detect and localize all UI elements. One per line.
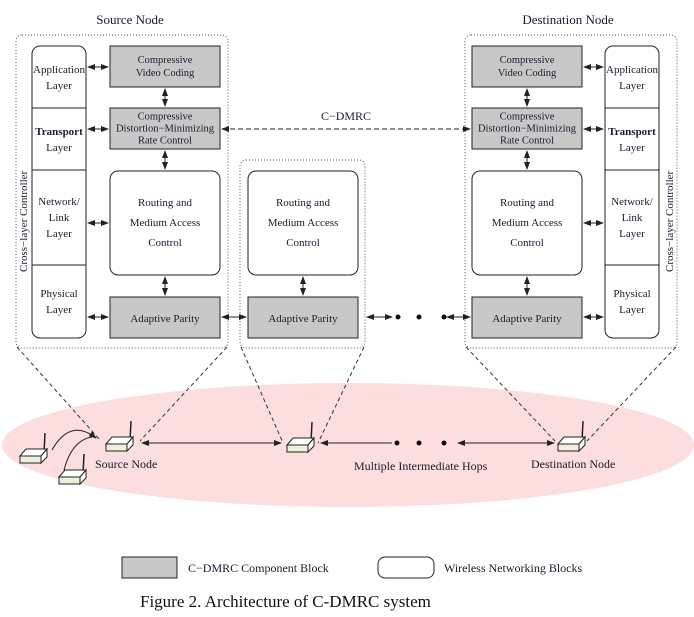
destination-parity-text-line: Adaptive Parity bbox=[492, 313, 562, 325]
intermediate-parity-text-line: Adaptive Parity bbox=[268, 313, 338, 325]
source-parity-block bbox=[109, 296, 221, 339]
intermediate-routing-text-line: Control bbox=[286, 237, 320, 249]
legend-wireless-label: Wireless Networking Blocks bbox=[444, 561, 582, 575]
source-parity-text-line: Adaptive Parity bbox=[130, 313, 200, 325]
source-video-coding-text-line: Video Coding bbox=[136, 68, 195, 79]
network-hop-dots bbox=[394, 440, 447, 446]
source-layer-1-line: Transport bbox=[35, 126, 83, 138]
source-device-icon bbox=[104, 420, 135, 453]
intermediate-parity-block bbox=[247, 296, 359, 339]
destination-routing-text-line: Control bbox=[510, 237, 544, 249]
destination-routing-text-line: Medium Access bbox=[492, 217, 563, 229]
source-rate-control-text-line: Rate Control bbox=[138, 136, 192, 147]
source-layer-0-line: Layer bbox=[46, 80, 72, 92]
destination-layer-0-line: Layer bbox=[619, 80, 645, 92]
source-layer-3-line: Physical bbox=[40, 288, 77, 300]
intermediate-node-box bbox=[239, 159, 366, 349]
extra-device-1-icon bbox=[18, 432, 49, 465]
legend-component-label: C−DMRC Component Block bbox=[188, 561, 329, 575]
source-rate-control-text-line: Compressive bbox=[138, 112, 193, 123]
c-dmrc-label: C−DMRC bbox=[321, 109, 371, 123]
intermediate-routing-block bbox=[247, 170, 359, 276]
legend-component-swatch bbox=[121, 556, 178, 579]
destination-layer-1-line: Layer bbox=[619, 142, 645, 154]
figure-caption: Figure 2. Architecture of C-DMRC system bbox=[140, 592, 431, 611]
layer-block-arrows bbox=[87, 64, 604, 320]
intermediate-routing-text-line: Medium Access bbox=[268, 217, 339, 229]
destination-layer-2-line: Link bbox=[622, 212, 643, 224]
source-video-coding-text-line: Compressive bbox=[138, 55, 193, 66]
source-layer-2-line: Link bbox=[49, 212, 70, 224]
source-node-box bbox=[15, 34, 229, 349]
intermediate-device-icon bbox=[285, 421, 316, 454]
destination-layer-2-line: Network/ bbox=[611, 196, 653, 208]
destination-video-coding-text-line: Compressive bbox=[500, 55, 555, 66]
destination-node-box bbox=[464, 34, 678, 349]
destination-rate-control-text-line: Compressive bbox=[500, 112, 555, 123]
destination-controller-label: Cross−layer Controller bbox=[664, 170, 676, 272]
network-source-label: Source Node bbox=[95, 457, 157, 471]
source-routing-block bbox=[109, 170, 221, 276]
source-layer-1-line: Layer bbox=[46, 142, 72, 154]
source-layer-stack bbox=[31, 45, 87, 339]
destination-video-coding-block bbox=[471, 45, 583, 88]
destination-layer-3-line: Layer bbox=[619, 304, 645, 316]
source-layer-3-line: Layer bbox=[46, 304, 72, 316]
source-routing-text-line: Routing and bbox=[138, 197, 193, 209]
source-routing-text-line: Medium Access bbox=[130, 217, 201, 229]
destination-layer-2-line: Layer bbox=[619, 228, 645, 240]
legend-wireless-swatch bbox=[377, 556, 435, 579]
destination-rate-control-block bbox=[471, 107, 583, 150]
source-node-title: Source Node bbox=[96, 12, 164, 27]
source-layer-2-line: Layer bbox=[46, 228, 72, 240]
source-rate-control-block bbox=[109, 107, 221, 150]
network-hops-label: Multiple Intermediate Hops bbox=[354, 459, 488, 473]
destination-layer-3-line: Physical bbox=[613, 288, 650, 300]
source-layer-0-line: Application bbox=[33, 64, 85, 76]
destination-rate-control-text-line: Rate Control bbox=[500, 136, 554, 147]
destination-routing-block bbox=[471, 170, 583, 276]
destination-node-title: Destination Node bbox=[522, 12, 614, 27]
destination-rate-control-text-line: Distortion−Minimizing bbox=[478, 124, 577, 135]
destination-layer-stack bbox=[604, 45, 660, 339]
projection-lines bbox=[16, 346, 677, 444]
source-rate-control-text-line: Distortion−Minimizing bbox=[116, 124, 215, 135]
destination-video-coding-text-line: Video Coding bbox=[498, 68, 557, 79]
parity-chain-dots bbox=[395, 314, 447, 320]
source-controller-label: Cross−layer Controller bbox=[18, 170, 30, 272]
extra-device-2-icon bbox=[57, 453, 88, 486]
network-links bbox=[51, 429, 555, 471]
destination-device-icon bbox=[556, 420, 587, 453]
destination-parity-block bbox=[471, 296, 583, 339]
source-layer-2-line: Network/ bbox=[38, 196, 80, 208]
source-routing-text-line: Control bbox=[148, 237, 182, 249]
intermediate-routing-text-line: Routing and bbox=[276, 197, 331, 209]
destination-routing-text-line: Routing and bbox=[500, 197, 555, 209]
destination-layer-1-line: Transport bbox=[608, 126, 656, 138]
network-area bbox=[2, 383, 694, 507]
source-video-coding-block bbox=[109, 45, 221, 88]
destination-layer-0-line: Application bbox=[606, 64, 658, 76]
network-destination-label: Destination Node bbox=[531, 457, 615, 471]
